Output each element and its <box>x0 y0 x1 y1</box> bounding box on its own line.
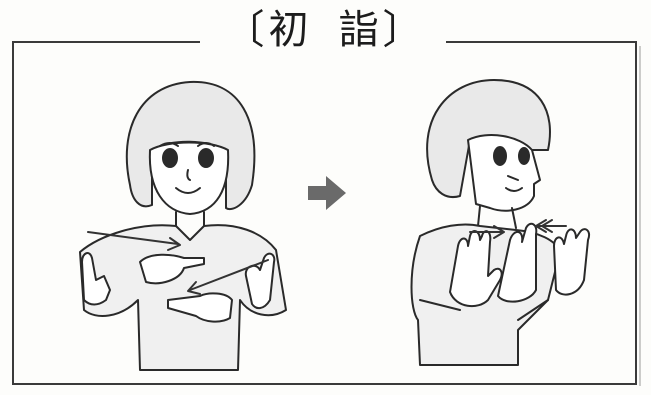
left-eye-l <box>162 148 178 168</box>
title-open-bracket: 〔 <box>224 7 269 53</box>
motion-arrow-lower <box>189 259 269 291</box>
left-eye-r <box>198 148 214 168</box>
motion-arrow-upper <box>87 231 179 245</box>
left-mouth <box>175 187 201 194</box>
frame-border <box>12 41 637 385</box>
right-face <box>467 134 541 212</box>
upper-pointing-hand <box>139 253 205 285</box>
title-char-2: 詣 <box>338 7 383 53</box>
lower-pointing-hand <box>167 292 233 323</box>
title-backdrop <box>200 12 446 56</box>
right-eye-l <box>493 146 507 166</box>
title-char-1: 初 <box>268 7 313 53</box>
title-close-bracket: 〕 <box>382 7 427 53</box>
page-title: 〔初詣〕 <box>0 0 651 60</box>
right-mouth <box>505 187 523 192</box>
left-hand-raised <box>81 252 111 306</box>
right-figure <box>410 79 590 366</box>
left-figure <box>79 80 287 371</box>
right-hair <box>426 79 551 198</box>
pressed-hands <box>497 222 538 303</box>
right-open-hand <box>553 228 590 296</box>
right-arrow-icon <box>308 176 346 210</box>
right-eye-r <box>518 147 530 165</box>
